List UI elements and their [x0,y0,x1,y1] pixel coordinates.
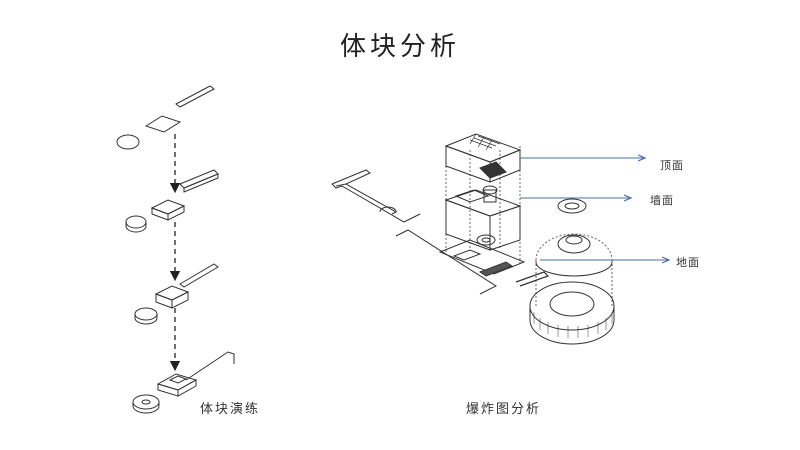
mass-step-1 [116,85,215,150]
tower-mass [438,133,526,277]
drum-volume [515,198,615,345]
callout-top-label: 顶面 [660,159,684,172]
page-title: 体块分析 [339,32,460,62]
left-caption: 体块演练 [200,402,261,417]
mass-step-2 [125,169,219,233]
right-caption: 爆炸图分析 [466,402,542,417]
site-path [331,169,498,295]
callout-leaders [520,158,668,260]
callout-floor-label: 地面 [676,256,700,269]
callout-wall-label: 墙面 [650,194,674,207]
mass-step-4 [132,351,235,414]
mass-step-3 [134,263,219,325]
